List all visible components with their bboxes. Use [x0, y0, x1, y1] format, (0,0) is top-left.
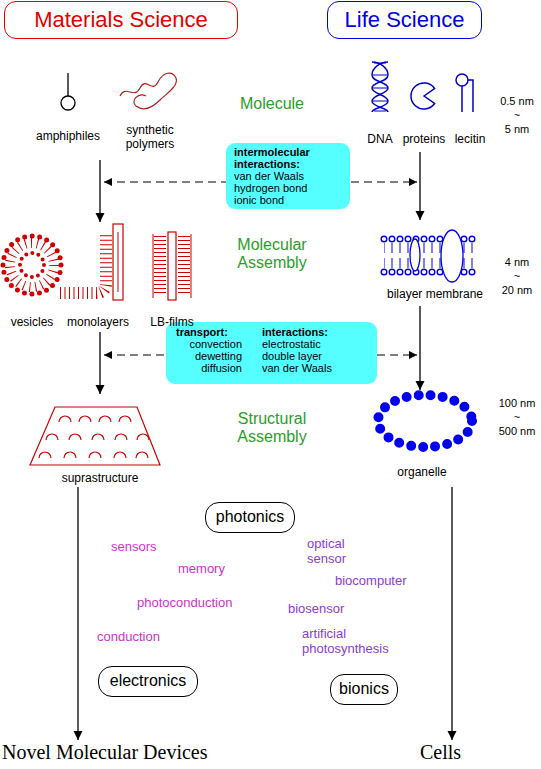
box-text: electrostatic double layer van der Waals	[262, 338, 337, 374]
amphiphile-head	[61, 96, 75, 110]
assembly-name: vesicles	[11, 316, 54, 330]
amphiphile-tail	[67, 73, 68, 96]
category-box: electronics	[98, 666, 198, 697]
monolayer-band	[60, 232, 106, 293]
scale-label: 0.5 nm	[500, 95, 534, 108]
scale-label: 20 nm	[502, 284, 533, 297]
box-text: photonics	[216, 508, 285, 526]
membrane-tails	[384, 258, 478, 268]
membrane-protein	[441, 230, 463, 282]
box-heading: intermolecular interactions:	[234, 146, 344, 170]
polymer-chain	[120, 73, 176, 109]
scale-label: 100 nm	[499, 397, 536, 410]
lb-layer	[191, 234, 192, 298]
level-label: Molecular Assembly	[217, 236, 327, 273]
structure-name: organelle	[397, 466, 446, 480]
assembly-name: monolayers	[67, 316, 129, 330]
structure-name: suprastructure	[62, 472, 139, 486]
transfer-arrow	[118, 232, 119, 292]
category-box: bionics	[330, 674, 398, 705]
vesicle-heads	[3, 236, 61, 294]
scale-label: 5 nm	[505, 123, 529, 136]
membrane-heads	[384, 236, 478, 243]
outcome-label: Cells	[420, 741, 461, 764]
box-text: Life Science	[345, 7, 465, 32]
category-box: photonics	[205, 502, 295, 533]
lb-layer	[178, 236, 190, 296]
dna-strand	[372, 62, 388, 112]
membrane-protein	[410, 239, 420, 271]
scale-label: ~	[514, 109, 520, 122]
field-header: Life Science	[327, 1, 482, 39]
box-text: Materials Science	[34, 7, 208, 32]
organelle-ring	[378, 395, 472, 447]
application-label: memory	[178, 562, 225, 577]
flow-arrow	[419, 152, 420, 220]
level-label: Molecule	[240, 95, 304, 113]
application-label: biosensor	[288, 602, 344, 617]
application-label: artificial photosynthesis	[302, 627, 412, 657]
molecule-name: DNA	[367, 133, 392, 147]
flow-arrow	[77, 487, 78, 740]
membrane-heads	[384, 237, 478, 241]
membrane-heads	[384, 270, 478, 274]
molecule-name: proteins	[403, 133, 446, 147]
molecule-name: amphiphiles	[36, 130, 100, 144]
scale-label: 500 nm	[499, 425, 536, 438]
outcome-label: Novel Molecular Devices	[2, 741, 207, 764]
scale-label: 4 nm	[505, 256, 529, 269]
vesicle-heads	[20, 253, 44, 277]
suprastructure-outline	[30, 407, 160, 465]
vesicle-tails	[10, 243, 54, 287]
molecule-name: lecitin	[455, 133, 486, 147]
protein-symbol	[411, 83, 435, 109]
membrane-tails	[384, 243, 478, 253]
flow-arrow	[419, 306, 420, 390]
interaction-box: intermolecular interactions:van der Waal…	[226, 143, 350, 209]
interaction-box: transport:convection dewetting diffusion…	[166, 322, 377, 384]
box-text: van der Waals hydrogen bond ionic bond	[234, 170, 324, 206]
box-text: convection dewetting diffusion	[176, 338, 242, 374]
application-label: conduction	[97, 630, 160, 645]
scale-label: ~	[514, 411, 520, 424]
flow-arrow	[99, 332, 100, 394]
membrane-heads	[384, 269, 478, 276]
assembly-name: bilayer membrane	[387, 288, 483, 302]
scale-label: ~	[514, 270, 520, 283]
substrate	[168, 232, 176, 300]
application-label: optical sensor	[307, 537, 369, 567]
lb-layer	[153, 234, 154, 298]
dna-rungs	[373, 63, 387, 111]
level-label: Structural Assembly	[217, 410, 327, 447]
lipid-head	[456, 74, 468, 86]
field-header: Materials Science	[4, 1, 238, 39]
flow-arrow	[451, 487, 452, 740]
lb-layer	[154, 236, 166, 296]
application-label: photoconduction	[137, 596, 232, 611]
application-label: sensors	[111, 540, 157, 555]
application-label: biocomputer	[335, 574, 407, 589]
substrate	[113, 224, 123, 300]
flow-arrow	[99, 160, 100, 222]
assembly-name: LB-films	[150, 316, 193, 330]
molecule-name: synthetic polymers	[115, 124, 185, 152]
box-text: electronics	[110, 672, 186, 690]
suprastructure-cells	[39, 416, 149, 458]
box-heading: interactions:	[262, 326, 362, 338]
box-text: bionics	[339, 680, 389, 698]
lipid-tails	[462, 80, 473, 112]
dna-strand	[372, 62, 388, 112]
